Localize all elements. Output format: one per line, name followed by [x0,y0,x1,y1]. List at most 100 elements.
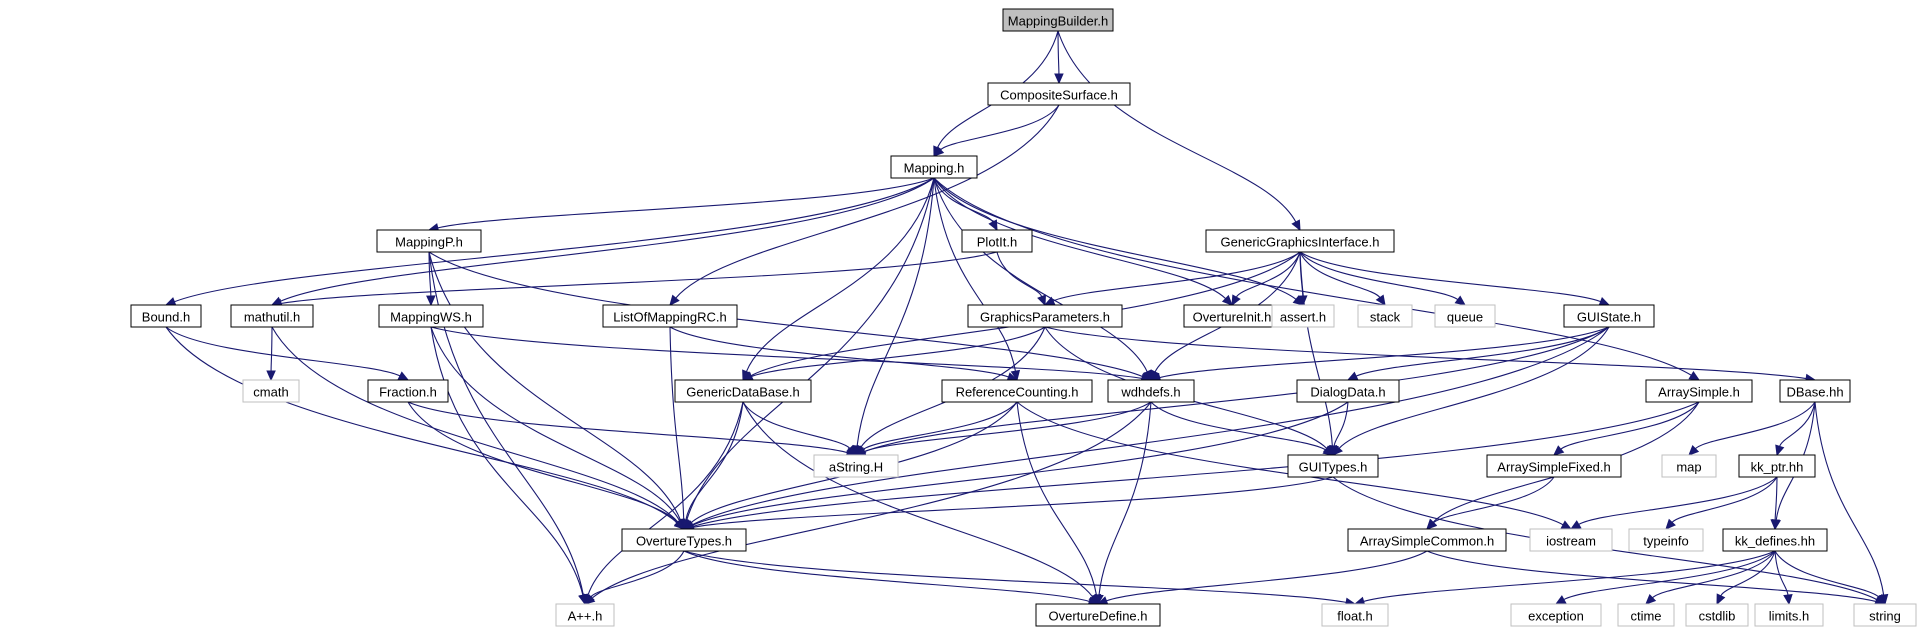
edge-line [165,326,401,377]
edge-line [856,177,935,447]
node-label: OvertureDefine.h [1049,609,1148,624]
node-label: ctime [1630,609,1661,624]
node-box [1434,304,1496,328]
node-PlotIt[interactable]: PlotIt.h [961,229,1033,253]
node-box [1628,528,1704,552]
edge-line [669,326,685,521]
node-Bound[interactable]: Bound.h [130,304,202,328]
node-label: iostream [1546,534,1596,549]
node-ReferenceCounting[interactable]: ReferenceCounting.h [941,379,1093,403]
node-box [555,603,615,627]
edge-line [933,177,1148,373]
arrowhead [1875,593,1886,605]
arrowhead [584,593,595,605]
node-Fraction[interactable]: Fraction.h [367,379,449,403]
arrowhead [1346,371,1359,381]
edge-line [1774,550,1880,598]
edge-line [933,177,1016,372]
edge-GUIState-to-DialogData [1346,326,1610,381]
edge-line [1150,401,1326,451]
node-label: assert.h [1280,310,1326,325]
edge-line [428,251,584,596]
node-GUIState[interactable]: GUIState.h [1563,304,1655,328]
node-OvertureDefine[interactable]: OvertureDefine.h [1035,603,1161,627]
edge-GenericDataBase-to-aString [742,401,857,456]
node-DBase[interactable]: DBase.hh [1779,379,1851,403]
edge-line [437,177,935,229]
node-box [1645,379,1753,403]
node-GenericDataBase[interactable]: GenericDataBase.h [674,379,812,403]
edge-line [1355,326,1610,377]
node-GenericGraphicsInterface[interactable]: GenericGraphicsInterface.h [1205,229,1395,253]
edge-line [1333,401,1349,447]
node-box [1563,304,1655,328]
edge-Fraction-to-OvertureTypes [407,401,685,530]
edge-line [864,401,1152,453]
edge-line [683,550,1090,602]
node-OvertureInit[interactable]: OvertureInit.h [1183,304,1281,328]
node-MappingP[interactable]: MappingP.h [376,229,482,253]
node-OvertureTypes[interactable]: OvertureTypes.h [621,528,747,552]
node-ArraySimple[interactable]: ArraySimple.h [1645,379,1753,403]
node-MappingBuilder[interactable]: MappingBuilder.h [1002,8,1114,32]
edge-line [407,401,679,523]
node-label: wdhdefs.h [1120,385,1180,400]
node-GraphicsParameters[interactable]: GraphicsParameters.h [967,304,1123,328]
edge-mathutil-to-cmath [266,326,276,382]
edge-line [686,177,935,521]
edge-line [1426,550,1877,603]
edge-line [862,401,1018,450]
node-box [1486,454,1622,478]
edge-line [1779,401,1816,447]
edge-line [742,401,851,449]
node-box [941,379,1093,403]
node-ArraySimpleFixed[interactable]: ArraySimpleFixed.h [1486,454,1622,478]
node-box [1205,229,1395,253]
arrowhead [1665,518,1676,530]
node-exception: exception [1510,603,1602,627]
edge-line [1695,401,1816,450]
node-ListOfMappingRC[interactable]: ListOfMappingRC.h [602,304,738,328]
node-label: kk_defines.hh [1735,534,1815,549]
arrowhead [1221,294,1233,306]
node-box [1661,454,1717,478]
node-box [1779,379,1851,403]
node-box [1685,603,1749,627]
node-box [1321,603,1389,627]
node-map: map [1661,454,1717,478]
edge-kk_ptr-to-iostream [1569,476,1778,530]
node-ArraySimpleCommon[interactable]: ArraySimpleCommon.h [1347,528,1507,552]
arrowhead [669,294,680,306]
node-kk_defines[interactable]: kk_defines.hh [1722,528,1828,552]
node-kk_ptr[interactable]: kk_ptr.hh [1738,454,1816,478]
arrowhead [266,370,276,382]
edge-line [692,476,1334,528]
edge-line [1057,30,1060,75]
node-MappingWS[interactable]: MappingWS.h [378,304,484,328]
node-box [961,229,1033,253]
node-DialogData[interactable]: DialogData.h [1296,379,1400,403]
node-box [602,304,738,328]
edge-line [1052,251,1301,302]
node-label: ListOfMappingRC.h [613,310,726,325]
edge-line [1433,476,1555,524]
arrowhead [1043,296,1056,306]
node-wdhdefs[interactable]: wdhdefs.h [1107,379,1195,403]
edge-line [1098,401,1152,596]
node-mathutil[interactable]: mathutil.h [230,304,314,328]
edge-line [1159,326,1610,379]
node-iostream: iostream [1529,528,1613,552]
node-GUITypes[interactable]: GUITypes.h [1287,454,1379,478]
edge-line [430,326,681,522]
node-box [1347,528,1507,552]
edge-line [675,104,1060,299]
arrowhead [1454,295,1466,306]
arrowhead [1553,445,1565,456]
edge-line [428,251,432,297]
node-label: GraphicsParameters.h [980,310,1110,325]
node-Mapping[interactable]: Mapping.h [890,155,978,179]
edge-line [1814,401,1885,596]
arrowhead [1783,594,1793,606]
nodes-layer: MappingBuilder.hCompositeSurface.hMappin… [130,8,1917,627]
node-CompositeSurface[interactable]: CompositeSurface.h [987,82,1131,106]
